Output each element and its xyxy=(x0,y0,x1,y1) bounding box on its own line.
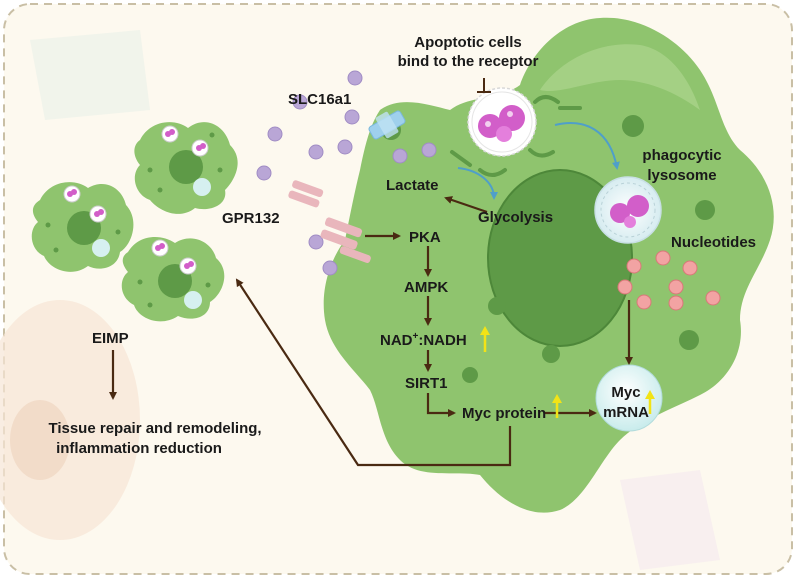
sirt1-label: SIRT1 xyxy=(405,375,448,392)
engulfment-curved-arrow xyxy=(554,122,620,170)
pathway-arrows xyxy=(109,196,633,467)
myc-mrna-label-line2: mRNA xyxy=(603,404,649,421)
ampk-label: AMPK xyxy=(404,279,448,296)
background-faint-band xyxy=(620,470,720,570)
slc16a1-label: SLC16a1 xyxy=(288,91,351,108)
gpr132-receptor-icon xyxy=(288,180,371,263)
lactate-curved-arrow xyxy=(457,167,498,200)
background-faint-band xyxy=(30,30,150,120)
lactate-dots xyxy=(256,70,437,276)
myc-mrna-bubble xyxy=(595,364,663,432)
up-arrow-icon xyxy=(645,390,655,414)
nad-nadh-label: NAD+:NADH xyxy=(380,331,467,349)
eimp-cell-middle xyxy=(31,182,134,272)
phagocytic-lysosome-icon xyxy=(594,176,662,244)
phagocytic-label-line2: lysosome xyxy=(647,167,716,184)
up-arrow-icon xyxy=(480,326,490,352)
background-faint-cell xyxy=(0,300,140,540)
outcome-label-line1: Tissue repair and remodeling, xyxy=(48,420,261,437)
gpr132-label: GPR132 xyxy=(222,210,280,227)
nad-superscript: + xyxy=(413,331,419,342)
eimp-label: EIMP xyxy=(92,330,129,347)
slc16a1-transporter-icon xyxy=(368,110,406,140)
pka-label: PKA xyxy=(409,229,441,246)
eimp-cell-lower xyxy=(121,236,225,322)
lactate-label: Lactate xyxy=(386,177,439,194)
nad-suffix: :NADH xyxy=(418,332,466,349)
glycolysis-label: Glycolysis xyxy=(478,209,553,226)
phagocytic-label-line1: phagocytic xyxy=(642,147,721,164)
up-arrow-icon xyxy=(552,394,562,418)
apoptotic-label-line2: bind to the receptor xyxy=(398,53,539,70)
nucleotide-dots xyxy=(617,250,721,311)
myc-protein-label: Myc protein xyxy=(462,405,546,422)
outcome-label-line2: inflammation reduction xyxy=(56,440,222,457)
organelle-dots xyxy=(381,115,715,396)
membrane-receptors xyxy=(450,95,582,177)
myc-mrna-label-line1: Myc xyxy=(611,384,640,401)
macrophage-cell-highlight xyxy=(540,44,700,110)
background-faint-cell xyxy=(10,400,70,480)
apoptotic-cell-icon xyxy=(467,87,537,157)
nad-prefix: NAD xyxy=(380,332,413,349)
nucleotides-label: Nucleotides xyxy=(671,234,756,251)
apoptotic-label-line1: Apoptotic cells xyxy=(414,34,522,51)
eimp-cell-top xyxy=(134,122,238,214)
